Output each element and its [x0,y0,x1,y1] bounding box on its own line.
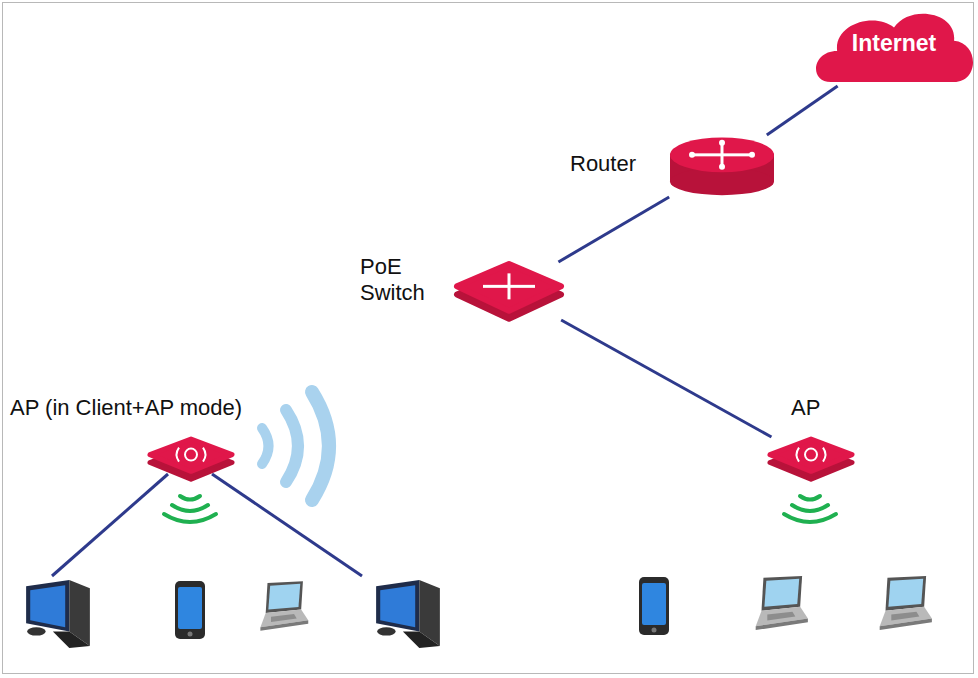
ap-signal [797,448,800,462]
ap-top [770,439,852,471]
desktop-computer [376,580,440,648]
wifi-arc [792,505,828,511]
network-link [558,197,669,262]
access-point: AP [768,437,854,481]
switch-arrow [508,286,511,299]
smartphone [175,581,205,639]
internet-cloud: Internet [815,8,973,86]
wired-link [52,474,168,576]
ap-antenna [805,449,817,461]
smartphone [639,577,669,635]
router-shape [668,135,776,197]
signal-arc [286,410,298,482]
wifi-arc [800,496,820,500]
network-link [767,86,838,135]
node-label: AP (in Client+AP mode) [10,395,242,421]
router-arrow-head [749,152,755,158]
router-arrow-head [719,140,725,146]
node-label: Internet [815,30,973,56]
switch-top [457,264,561,311]
wifi-arc [164,514,216,522]
router-arrow-head [689,152,695,158]
ap-icon [770,439,852,479]
node-label: AP [791,395,820,421]
signal-arc [262,428,269,464]
poe-switch: PoE Switch [455,262,563,320]
access-point: AP (in Client+AP mode) [148,437,234,481]
network-link [561,320,771,437]
switch-arrow [483,285,509,288]
node-label: Router [570,151,636,177]
poe-switch-shape [455,262,563,320]
laptop [756,576,808,630]
router-arrow [692,153,722,156]
wifi-arc [172,505,208,511]
wifi-arc [784,514,836,522]
ap-signal [177,448,180,462]
access-point-shape [148,437,234,481]
router-top [670,137,774,172]
ap-antenna [185,449,197,461]
router-arrow [722,153,752,156]
ap-signal [823,448,826,462]
switch-arrow [509,285,535,288]
wifi-signal [164,496,836,522]
wired-link [212,474,362,576]
node-label: PoE Switch [360,254,438,306]
access-point-shape [768,437,854,481]
switch-icon [457,264,561,319]
laptop [260,581,308,631]
laptop [880,576,932,630]
ap-icon [150,439,232,479]
client-devices [26,576,932,648]
signal-arc [312,392,329,500]
wifi-arc [180,496,200,500]
wireless-bridge-signal [262,392,329,500]
router-arrow-head [719,164,725,170]
switch-arrow [508,273,511,286]
router: Router [668,135,776,197]
ap-signal [203,448,206,462]
router-icon [670,137,774,195]
desktop-computer [26,580,90,648]
ap-top [150,439,232,471]
